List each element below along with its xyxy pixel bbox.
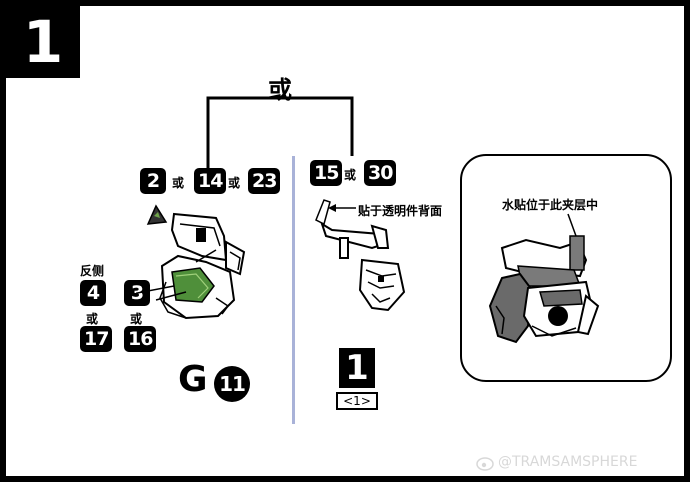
step-number: 1 [6,6,80,78]
part-number-2: 2 [140,168,166,194]
runner-number: 11 [214,366,250,402]
step-reference-number: 1 [339,348,375,388]
choice-bracket [206,96,354,176]
part-number-30: 30 [364,160,397,186]
head-assembly-illustration [136,204,246,320]
instruction-sheet: 1 或 2 或 14 或 23 反侧 4 或 17 3 或 16 [6,6,684,476]
or-label: 或 [172,176,185,190]
weibo-icon [476,457,494,471]
sticker-placement-note: 贴于透明件背面 [358,204,443,218]
or-label: 或 [344,168,357,182]
runner-letter: G [178,359,208,400]
part-number-16: 16 [124,326,157,352]
part-number-15: 15 [310,160,343,186]
part-number-4: 4 [80,280,106,306]
reverse-side-label: 反侧 [80,264,105,278]
clear-part-illustration [315,199,406,312]
or-label: 或 [130,312,143,326]
choice-or-label: 或 [268,76,292,104]
or-label: 或 [86,312,99,326]
section-divider [292,156,295,424]
step-reference: 1 <1> [336,348,378,410]
detail-callout: 水贴位于此夹层中 [460,154,672,382]
step-reference-sub: <1> [336,392,378,410]
part-number-14: 14 [194,168,227,194]
part-number-17: 17 [80,326,113,352]
watermark-text: @TRAMSAMSPHERE [498,454,638,470]
sticker-layer-note: 水贴位于此夹层中 [502,198,599,212]
detail-illustration [488,213,600,344]
part-number-23: 23 [248,168,281,194]
or-label: 或 [228,176,241,190]
